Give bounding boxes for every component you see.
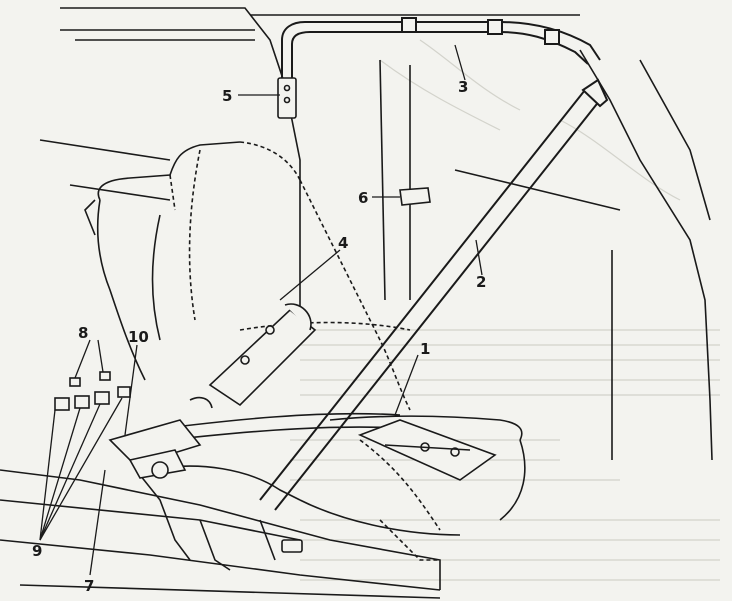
upper-belt-rail: [281, 17, 601, 100]
callout-labels: 1 2 3 4 5 6 7 8 9 10: [32, 78, 486, 595]
callout-5: 5: [222, 87, 232, 105]
callout-6: 6: [358, 189, 368, 207]
callout-10: 10: [128, 328, 149, 346]
callout-2: 2: [476, 273, 486, 291]
shoulder-belt-strap: [259, 78, 609, 511]
guide-bracket: [277, 77, 297, 119]
buckle-assembly: [54, 371, 202, 479]
callout-3: 3: [458, 78, 468, 96]
callout-8: 8: [78, 324, 88, 342]
seat: [84, 141, 526, 536]
lap-belt: [149, 412, 497, 481]
callout-7: 7: [84, 577, 94, 595]
clip-part: [399, 187, 431, 206]
callout-4: 4: [338, 234, 348, 252]
retractor-assembly: [189, 303, 317, 409]
callout-9: 9: [32, 542, 42, 560]
background-ghost-print: [290, 39, 720, 581]
leader-lines: [39, 44, 483, 576]
floor-and-rails: [0, 469, 441, 599]
callout-1: 1: [420, 340, 430, 358]
vehicle-body: [39, 7, 713, 461]
